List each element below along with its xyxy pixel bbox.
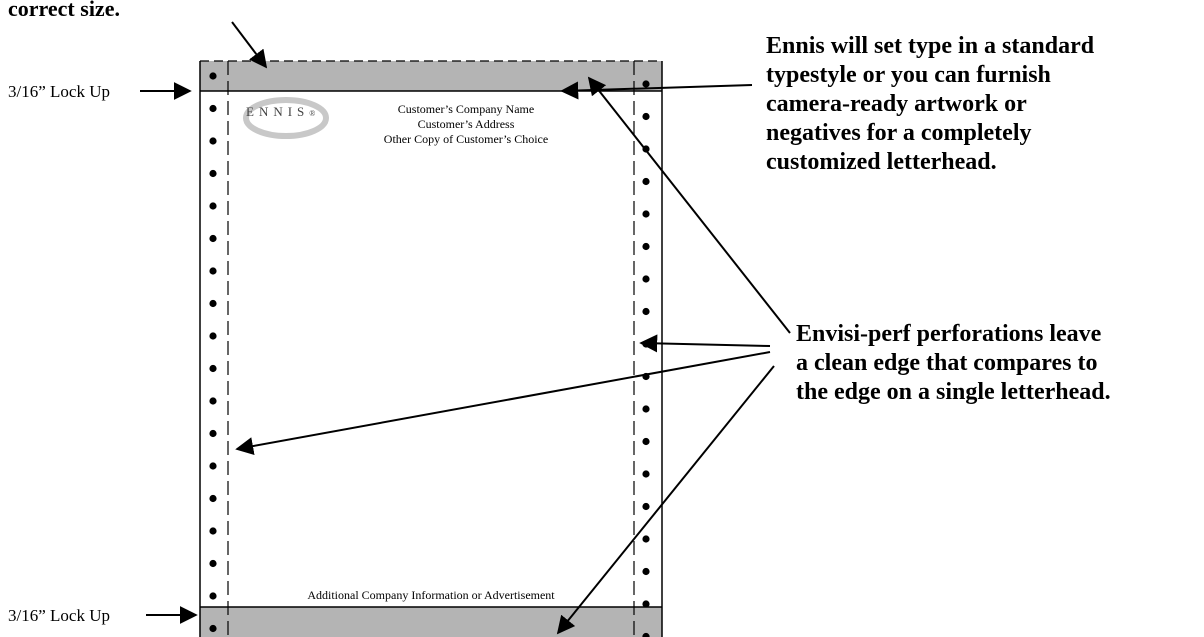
arrow-top-note [231,21,268,69]
company-name: Customer’s Company Name [397,102,535,116]
lock-up-label-bottom: 3/16” Lock Up [8,606,110,625]
pin-hole [642,470,650,478]
pin-hole [642,242,650,251]
arrow-perfs-to-bottom [556,365,775,635]
pin-hole [209,592,217,600]
pin-hole [209,462,217,470]
ennis-logo: ENNIS® [246,104,315,120]
footer-advertisement: Additional Company Information or Advert… [307,588,555,602]
company-address: Customer’s Address [417,117,515,131]
pin-hole [642,112,650,121]
pin-hole [209,364,217,373]
ennis-logo-text: ENNIS [246,104,310,119]
pin-hole [642,177,650,186]
pin-hole [209,72,217,80]
pin-hole [209,137,217,145]
pin-hole [642,632,650,637]
pin-hole [209,267,217,275]
arrow-perfs-to-right [639,334,771,353]
pin-hole [209,559,217,568]
pin-hole [209,624,217,633]
pin-hole [642,307,650,316]
pin-hole [209,527,217,535]
callout-typesetting-line: negatives for a completely [766,120,1032,146]
pin-hole [642,275,650,283]
callout-perforations-line: the edge on a single letterhead. [796,379,1111,405]
pin-hole [209,202,217,210]
callout-typesetting-line: customized letterhead. [766,149,997,175]
ennis-logo-mark: ® [309,109,316,118]
logo-swoosh [243,97,329,139]
pin-holes-right [642,80,650,637]
pin-hole [209,299,217,308]
pin-hole [642,600,650,608]
lock-up-label-top: 3/16” Lock Up [8,82,110,101]
pin-hole [642,567,650,576]
callout-typesetting-line: camera-ready artwork or [766,91,1027,117]
pin-hole [209,169,217,178]
callout-typesetting: Ennis will set type in a standard typest… [766,32,1196,177]
callout-perforations: Envisi-perf perforations leave a clean e… [796,320,1204,407]
arrow-perfs-to-left [235,351,771,455]
pin-hole [642,437,650,446]
callout-typesetting-line: Ennis will set type in a standard [766,33,1095,59]
pin-holes-left [209,72,217,633]
pin-hole [642,502,650,511]
other-copy: Other Copy of Customer’s Choice [383,132,549,146]
pin-hole [209,332,217,340]
top-note-text: correct size. [8,0,120,21]
pin-hole [209,429,217,438]
callout-perforations-line: a clean edge that compares to [796,350,1098,376]
callout-perforations-line: Envisi-perf perforations leave [796,321,1102,347]
pin-hole [642,210,650,218]
pin-hole [209,494,217,503]
pin-hole [642,80,650,88]
lock-up-band-bottom [200,607,662,637]
lock-up-band-top [200,61,662,91]
pin-hole [642,535,650,543]
pin-hole [209,397,217,405]
pin-hole [209,234,217,243]
callout-typesetting-line: typestyle or you can furnish [766,62,1051,88]
pin-hole [209,104,217,113]
arrow-perfs-to-top [587,76,791,334]
pin-hole [642,405,650,413]
